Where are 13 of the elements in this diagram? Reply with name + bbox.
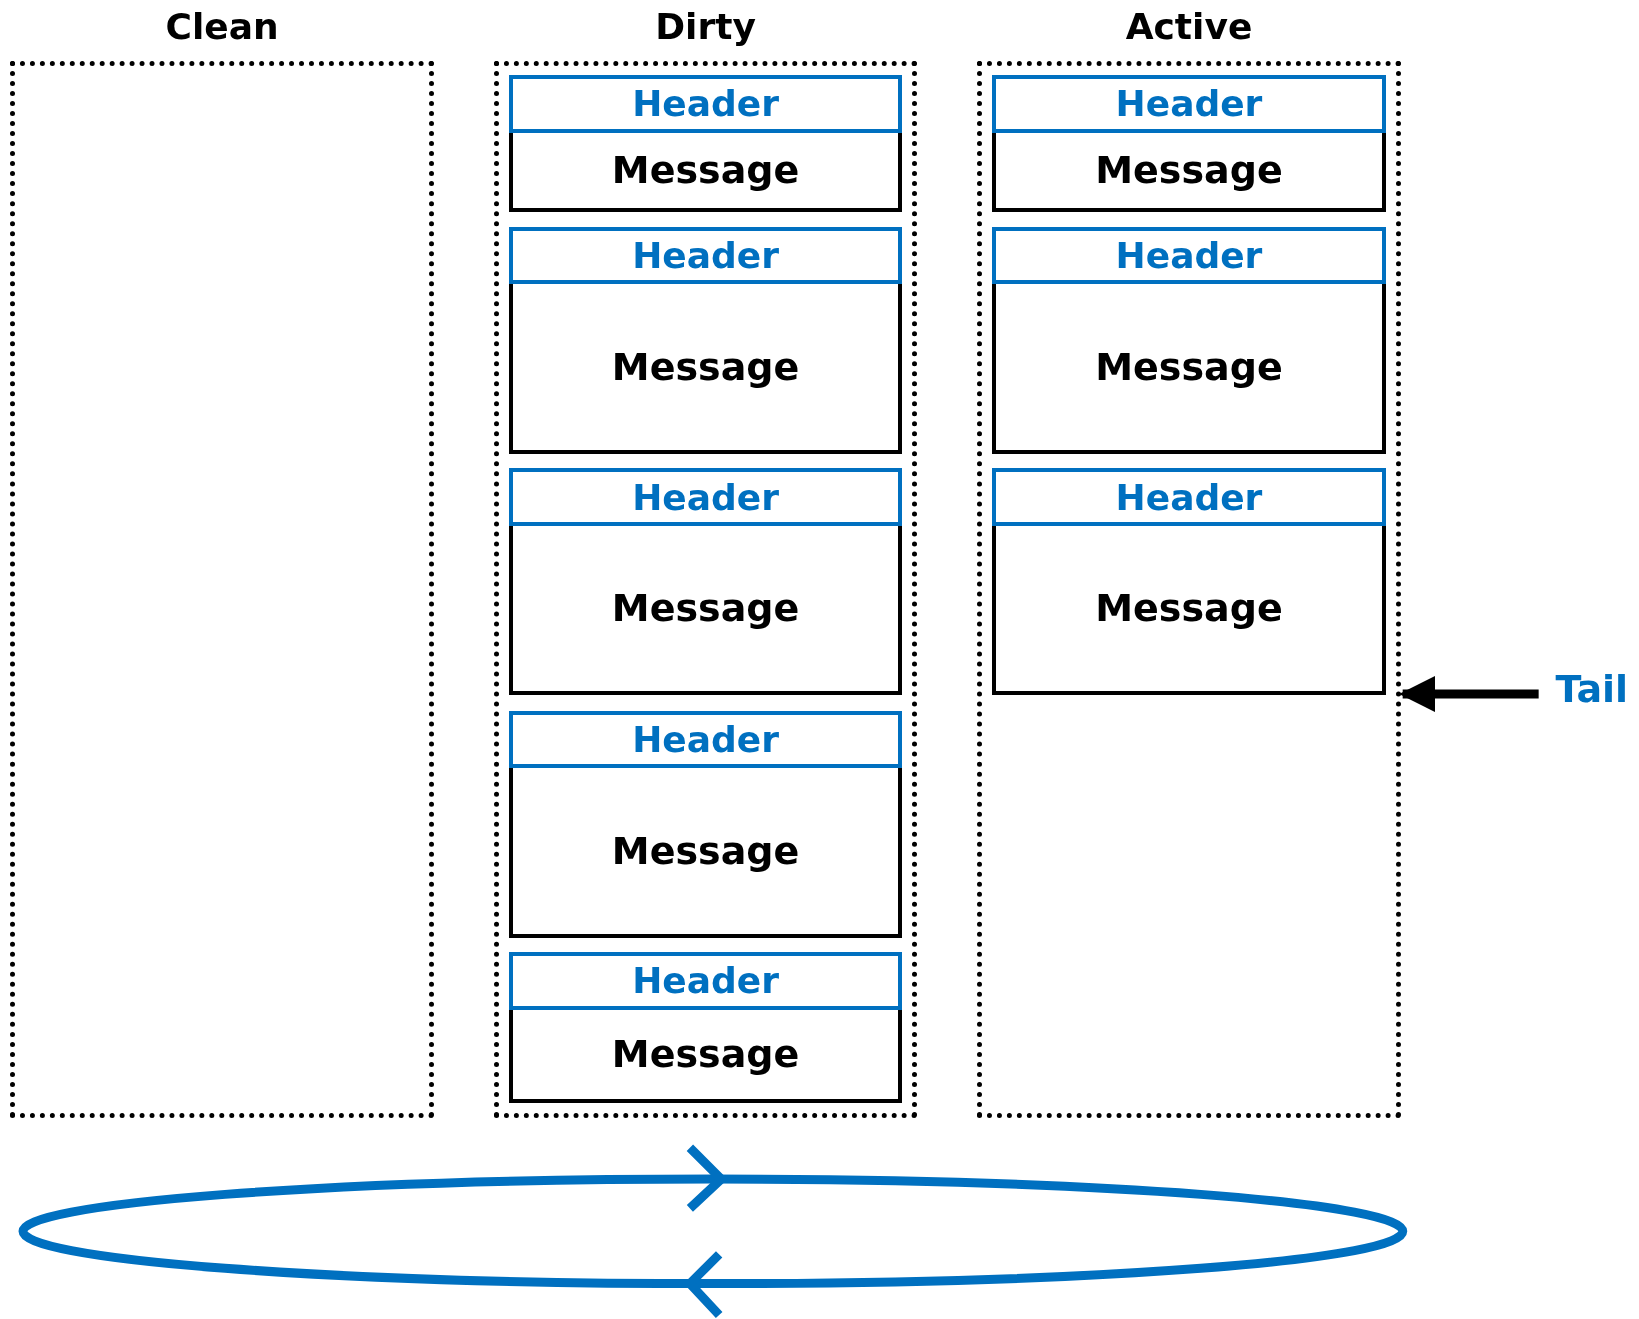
header-box: Header xyxy=(509,75,903,133)
column-title: Dirty xyxy=(654,5,757,47)
column-title: Clean xyxy=(164,5,280,47)
header-box: Header xyxy=(991,75,1386,133)
arrow xyxy=(1399,676,1539,713)
header-box: Header xyxy=(991,468,1386,526)
header-box: Header xyxy=(991,226,1386,285)
column-title: Active xyxy=(1124,5,1254,47)
header-box: Header xyxy=(509,952,903,1010)
tail-label: Tail xyxy=(1555,666,1629,718)
header-box: Header xyxy=(509,226,903,285)
header-box: Header xyxy=(509,468,903,526)
header-box: Header xyxy=(509,710,903,769)
